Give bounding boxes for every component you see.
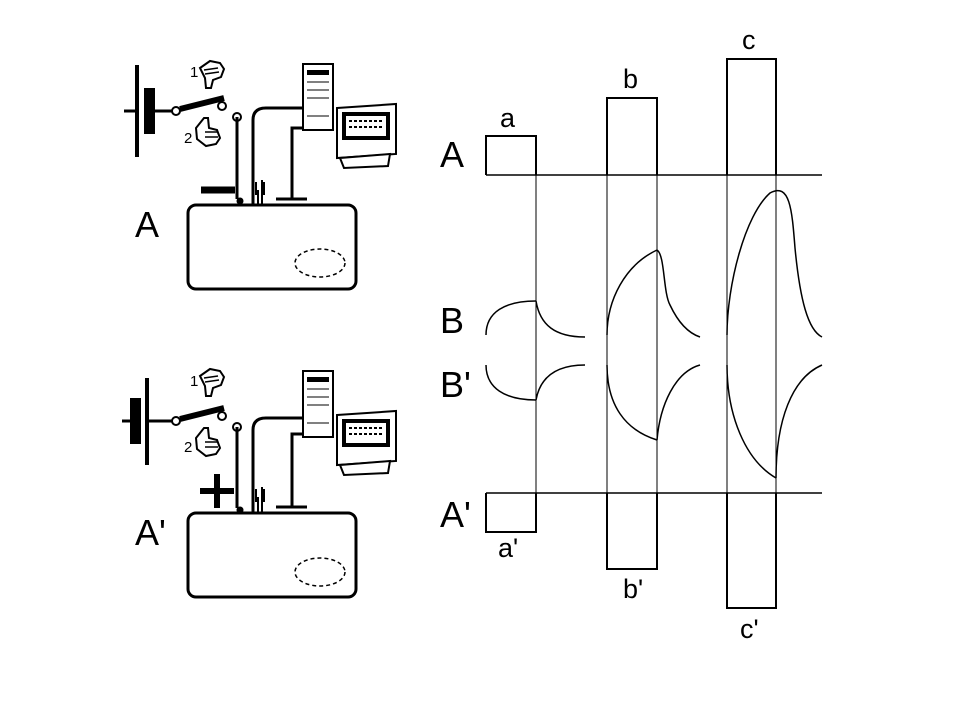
- row-label-a-prime: A': [440, 494, 471, 535]
- hand-pointing-up-icon: [194, 117, 222, 148]
- setup-bottom: 1 2 A': [122, 367, 397, 599]
- setup-top: 1 2 A: [124, 59, 397, 291]
- waveform-panel: A B B' A' a a' b b' c c': [440, 25, 823, 644]
- pulse-label-c-prime: c': [740, 614, 759, 644]
- hand-pointing-down-icon: [198, 59, 226, 89]
- switch-label-1: 1: [190, 373, 198, 390]
- hand-pointing-up-icon: [194, 427, 222, 458]
- setup-label-bottom: A': [135, 512, 166, 553]
- chamber-top: [186, 203, 358, 291]
- chamber-bottom: [186, 511, 358, 599]
- computer-icon: [302, 370, 397, 477]
- pulse-label-a: a: [500, 103, 516, 133]
- response-curves-b-prime: [485, 364, 823, 479]
- pulse-label-a-prime: a': [498, 533, 518, 563]
- row-label-b-prime: B': [440, 364, 471, 405]
- battery-symbol: [122, 378, 172, 465]
- pulse-a: [485, 135, 537, 533]
- response-curves-b: [485, 190, 823, 338]
- hand-pointing-down-icon: [198, 367, 226, 397]
- switch-label-2: 2: [184, 439, 192, 456]
- switch-symbol: [171, 95, 242, 122]
- plus-sign-bottom: [200, 474, 234, 508]
- pulse-label-b: b: [623, 64, 638, 94]
- switch-label-1: 1: [190, 64, 198, 81]
- switch-label-2: 2: [184, 130, 192, 147]
- setup-label-top: A: [135, 204, 159, 245]
- pulse-label-b-prime: b': [623, 574, 643, 604]
- pulse-c: [726, 58, 777, 609]
- pulse-b: [606, 97, 658, 570]
- row-label-b: B: [440, 300, 464, 341]
- row-label-a: A: [440, 134, 464, 175]
- computer-icon: [302, 63, 397, 170]
- battery-symbol: [124, 65, 172, 157]
- pulse-label-c: c: [742, 25, 756, 55]
